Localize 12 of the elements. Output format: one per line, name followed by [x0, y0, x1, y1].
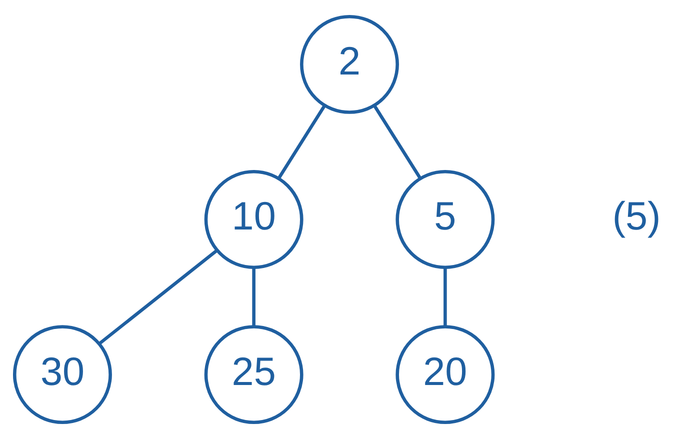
connector: [373, 105, 422, 180]
node-circle: 20: [396, 325, 495, 424]
connector: [252, 268, 256, 326]
node-circle: 5: [396, 170, 495, 269]
node-circle: 30: [12, 325, 112, 424]
node-circle: 2: [300, 14, 399, 114]
node-circle: 10: [204, 170, 304, 269]
connector: [444, 268, 447, 326]
label: (5): [612, 194, 661, 239]
connector: [277, 105, 326, 180]
node-circle: 25: [204, 325, 304, 424]
connector: [98, 249, 218, 346]
